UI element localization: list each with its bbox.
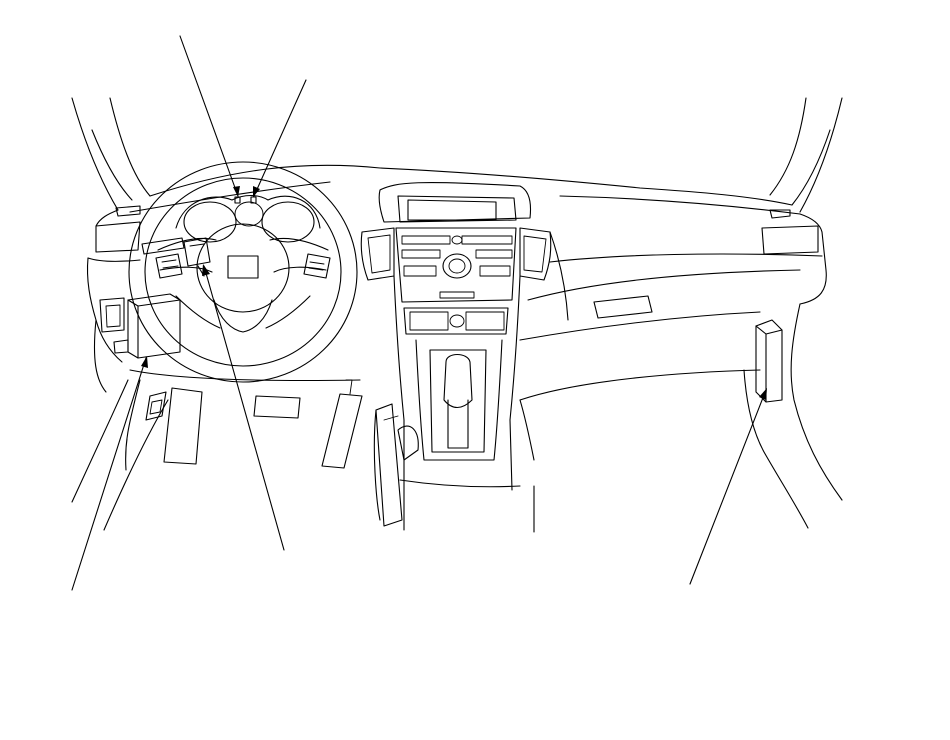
instrument-cluster-indicator-left <box>234 196 241 204</box>
center-stack <box>360 181 552 421</box>
leader-gauge-left-arrow <box>233 186 240 197</box>
passenger-dash <box>519 209 827 461</box>
brake-pedal <box>253 395 301 419</box>
leader-under-dash-box-arrow <box>141 356 148 368</box>
passenger-kick-panel-module <box>755 319 783 403</box>
left-dash-panel <box>86 205 141 363</box>
right-body-side <box>743 303 843 529</box>
clutch-pedal <box>163 387 203 465</box>
leader-lines <box>71 35 767 591</box>
leader-under-dash-box <box>71 357 147 591</box>
leader-gauge-left <box>179 35 239 197</box>
left-a-pillar <box>71 97 151 211</box>
accelerator-pedal <box>321 393 363 469</box>
leader-gauge-right <box>253 79 307 197</box>
steering-wheel <box>128 161 358 383</box>
left-body-side <box>93 319 107 393</box>
leader-passenger-module <box>689 389 767 585</box>
under-dash-fuse-box <box>127 293 181 359</box>
pedals <box>71 369 363 531</box>
leader-column-switch <box>203 265 285 551</box>
leader-passenger-module-arrow <box>759 388 767 400</box>
dashboard-top <box>95 164 823 233</box>
combination-switch-connector <box>141 237 211 277</box>
center-console <box>373 339 535 533</box>
leader-gauge-right-arrow <box>253 186 260 197</box>
instrument-cluster <box>175 194 321 243</box>
instrument-cluster-indicator-right <box>250 196 257 204</box>
leader-column-switch-arrow <box>202 264 210 276</box>
right-a-pillar <box>769 97 843 213</box>
glovebox-handle <box>593 295 653 319</box>
